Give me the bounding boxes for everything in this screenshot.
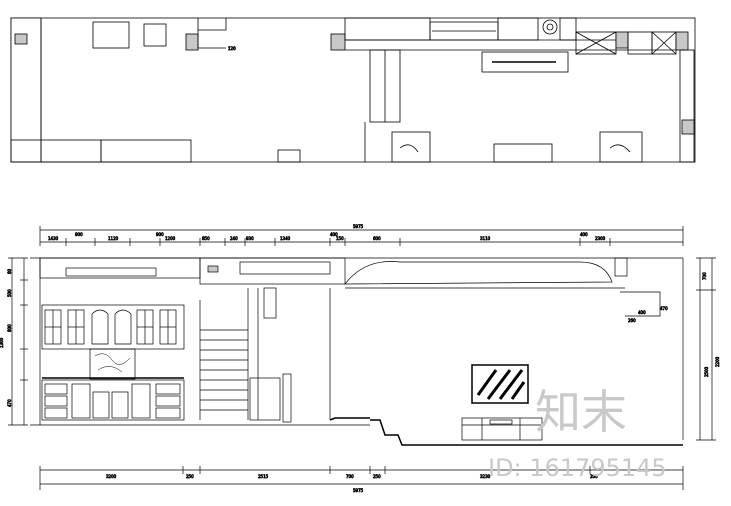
top-dim-13: 3110	[480, 236, 491, 241]
top-ticks	[65, 238, 611, 246]
column-grey-1	[185, 33, 199, 51]
tv-stand-plan	[493, 143, 553, 163]
plant-icon	[542, 19, 558, 35]
left-ticks	[8, 257, 28, 426]
armchair-1	[391, 131, 431, 163]
floor-steps	[370, 419, 683, 446]
bottom-dim-7: 200	[590, 474, 598, 479]
lower-doors	[44, 383, 181, 419]
inner-dim-2: 260	[628, 318, 636, 323]
inner-dim-1: 400	[638, 310, 646, 315]
top-dim-15: 2300	[595, 236, 606, 241]
watermark-brand: 知末	[535, 385, 627, 439]
bottom-dim-2: 250	[186, 474, 194, 479]
top-dim-5: 1200	[165, 236, 176, 241]
bottom-ticks	[182, 466, 591, 474]
left-dim-2: 500	[7, 289, 12, 297]
staircase	[199, 287, 331, 423]
cabinet-doors	[44, 309, 177, 345]
coffee-table	[92, 21, 130, 49]
inner-dim-3: 470	[660, 306, 668, 311]
bottom-dim-3: 2515	[258, 474, 269, 479]
top-dim-9: 1340	[280, 236, 291, 241]
bottom-dim-6: 3230	[480, 474, 491, 479]
tv-console	[481, 51, 569, 73]
left-column	[14, 33, 28, 45]
top-dim-2: 900	[75, 232, 83, 237]
column-grey-3	[675, 31, 689, 51]
bottom-dim-5: 250	[373, 474, 381, 479]
top-dim-4: 900	[156, 232, 164, 237]
column-grey-2	[615, 31, 629, 49]
bottom-dim-4: 700	[346, 474, 354, 479]
bottom-dim-1: 3200	[106, 474, 117, 479]
top-dim-3: 1120	[108, 236, 119, 241]
top-dim-6: 850	[202, 236, 210, 241]
right-dim-3: 2500	[704, 366, 709, 377]
top-dim-11: 150	[336, 236, 344, 241]
sofa-2	[100, 139, 192, 163]
top-total-dim: 5975	[353, 224, 364, 229]
left-dim-3: 800	[7, 324, 12, 332]
right-ticks	[696, 257, 716, 441]
column-grey-4	[681, 119, 695, 135]
lower-cabinets	[41, 379, 185, 421]
top-dim-10: 400	[330, 232, 338, 237]
painting-frame	[471, 364, 529, 404]
floor-plan: 120	[10, 17, 696, 163]
left-dim-4: 1300	[0, 337, 4, 348]
right-dim-1: 700	[702, 272, 707, 280]
bottom-total-dim: 5975	[353, 488, 364, 493]
top-dim-8: 930	[246, 236, 254, 241]
watermark: 知末 ID: 161795145	[488, 385, 667, 482]
room-label: 120	[228, 46, 236, 51]
painting-hatch	[476, 369, 526, 400]
side-table	[143, 23, 167, 47]
tv-cabinet	[461, 417, 543, 441]
left-dim-5: 470	[7, 399, 12, 407]
right-dim-2: 2200	[715, 356, 720, 367]
left-dim-1: 80	[7, 268, 12, 274]
partition-wall	[330, 33, 346, 51]
top-dim-12: 600	[373, 236, 381, 241]
ceiling-bulkhead-2	[199, 257, 346, 285]
backsplash	[89, 348, 136, 380]
top-dim-14: 400	[580, 232, 588, 237]
watermark-id: ID: 161795145	[488, 454, 667, 482]
top-dim-1: 1430	[48, 236, 59, 241]
elevation: 5975 1430 900 1120 900 1200 850 240 930 …	[0, 224, 720, 494]
top-dim-7: 240	[230, 236, 238, 241]
ceiling-arch	[344, 261, 613, 285]
armchair-2	[599, 131, 643, 163]
